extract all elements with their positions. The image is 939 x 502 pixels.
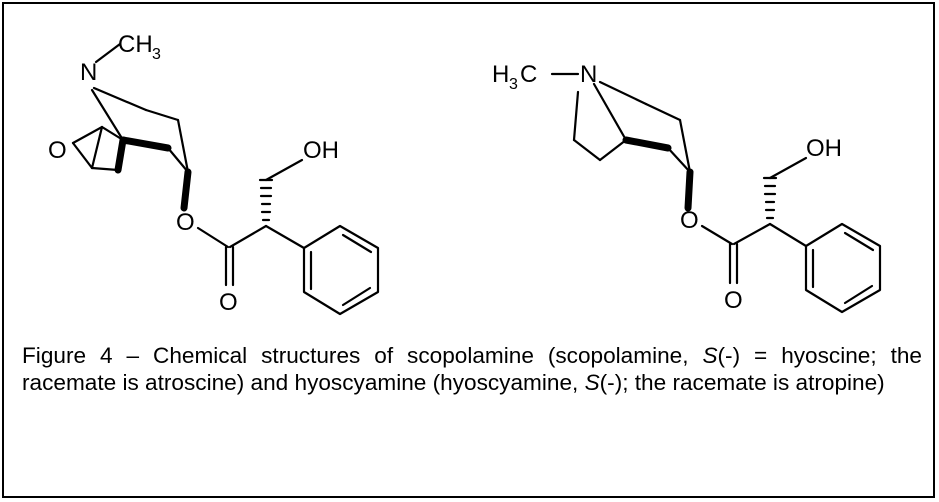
hyos-phenyl-ring — [804, 222, 882, 314]
hyos-o-c-bond — [700, 224, 734, 246]
caption-text-3: (-); the racemate is atropine) — [599, 370, 885, 395]
caption-text-1: Figure 4 – Chemical structures of scopol… — [22, 343, 703, 368]
scop-c6-bridge-bond — [100, 125, 125, 142]
hyos-n-bridge-bond-2 — [598, 80, 648, 106]
scop-nitrogen-label: N — [80, 59, 97, 86]
caption-italic-s-2: S — [584, 370, 600, 395]
hyos-n-bridge-bond-1 — [592, 82, 628, 142]
scop-carbonyl-oxygen-label: O — [219, 289, 238, 316]
hyos-ring-bond-2 — [678, 118, 692, 174]
scop-epoxide-bond-1 — [71, 125, 104, 145]
hyos-bridge-bond-1 — [572, 90, 580, 142]
scop-ch2-oh-bond — [264, 158, 304, 182]
scop-o-c-bond — [196, 226, 230, 249]
chemical-structures: N CH 3 O O O OH — [48, 31, 882, 316]
scop-bold-bond-2 — [119, 136, 172, 152]
hyos-ring-bond-3 — [666, 146, 692, 174]
scop-c7-bond — [90, 166, 120, 172]
scop-ring-bond-1 — [144, 108, 180, 122]
hyos-c-chiral-bond — [732, 222, 772, 246]
hyos-hash-wedge — [762, 176, 778, 220]
hyos-wedge-to-ester-o — [684, 168, 694, 212]
caption-text-2: (-) = hyoscine; the racemate is atroscin… — [22, 343, 929, 395]
hyos-bridge-bond-2 — [572, 138, 602, 162]
scop-ring-bond-2 — [176, 118, 190, 174]
hyos-nitrogen-label: N — [580, 61, 597, 88]
hyos-carbonyl-oxygen-label: O — [724, 287, 743, 314]
hyos-bridge-bond-3 — [598, 138, 628, 162]
hyos-bold-bond — [622, 136, 672, 152]
hyos-methyl-h-label: H — [492, 61, 509, 88]
caption-italic-s-1: S — [702, 343, 718, 368]
scop-hydroxyl-label: OH — [303, 137, 339, 164]
scop-wedge-to-ester-o — [180, 168, 192, 212]
scop-n-bridge-bond-2 — [92, 86, 148, 112]
scopolamine-structure: N CH 3 O O O OH — [48, 31, 380, 316]
hyos-methyl-subscript: 3 — [509, 76, 518, 93]
scop-n-bridge-bond-1 — [90, 88, 125, 142]
scop-methyl-subscript: 3 — [152, 46, 161, 63]
hyos-hydroxyl-label: OH — [806, 135, 842, 162]
scop-n-methyl-bond — [94, 42, 122, 64]
hyos-chiral-phenyl-bond — [768, 222, 808, 248]
hyos-ch2-oh-bond — [768, 156, 808, 180]
scop-ring-bond-3 — [166, 146, 190, 174]
scop-epoxide-oxygen-label: O — [48, 137, 67, 164]
scop-c-chiral-bond — [228, 224, 268, 249]
scop-phenyl-ring — [302, 224, 380, 316]
scop-hash-wedge — [258, 178, 274, 222]
hyos-ester-oxygen-label: O — [680, 207, 699, 234]
hyos-ring-bond-1 — [644, 102, 682, 122]
scop-methyl-label: CH — [118, 31, 153, 58]
figure-caption: Figure 4 – Chemical structures of scopol… — [22, 342, 922, 396]
hyos-methyl-c-label: C — [520, 61, 537, 88]
scop-epoxide-cc-bond — [90, 125, 104, 170]
scop-ester-oxygen-label: O — [176, 209, 195, 236]
scop-epoxide-bond-2 — [71, 141, 94, 170]
scop-bold-bond-1 — [114, 136, 127, 174]
scop-chiral-phenyl-bond — [264, 224, 306, 250]
hyoscyamine-structure: H 3 C N O O OH — [492, 61, 882, 314]
